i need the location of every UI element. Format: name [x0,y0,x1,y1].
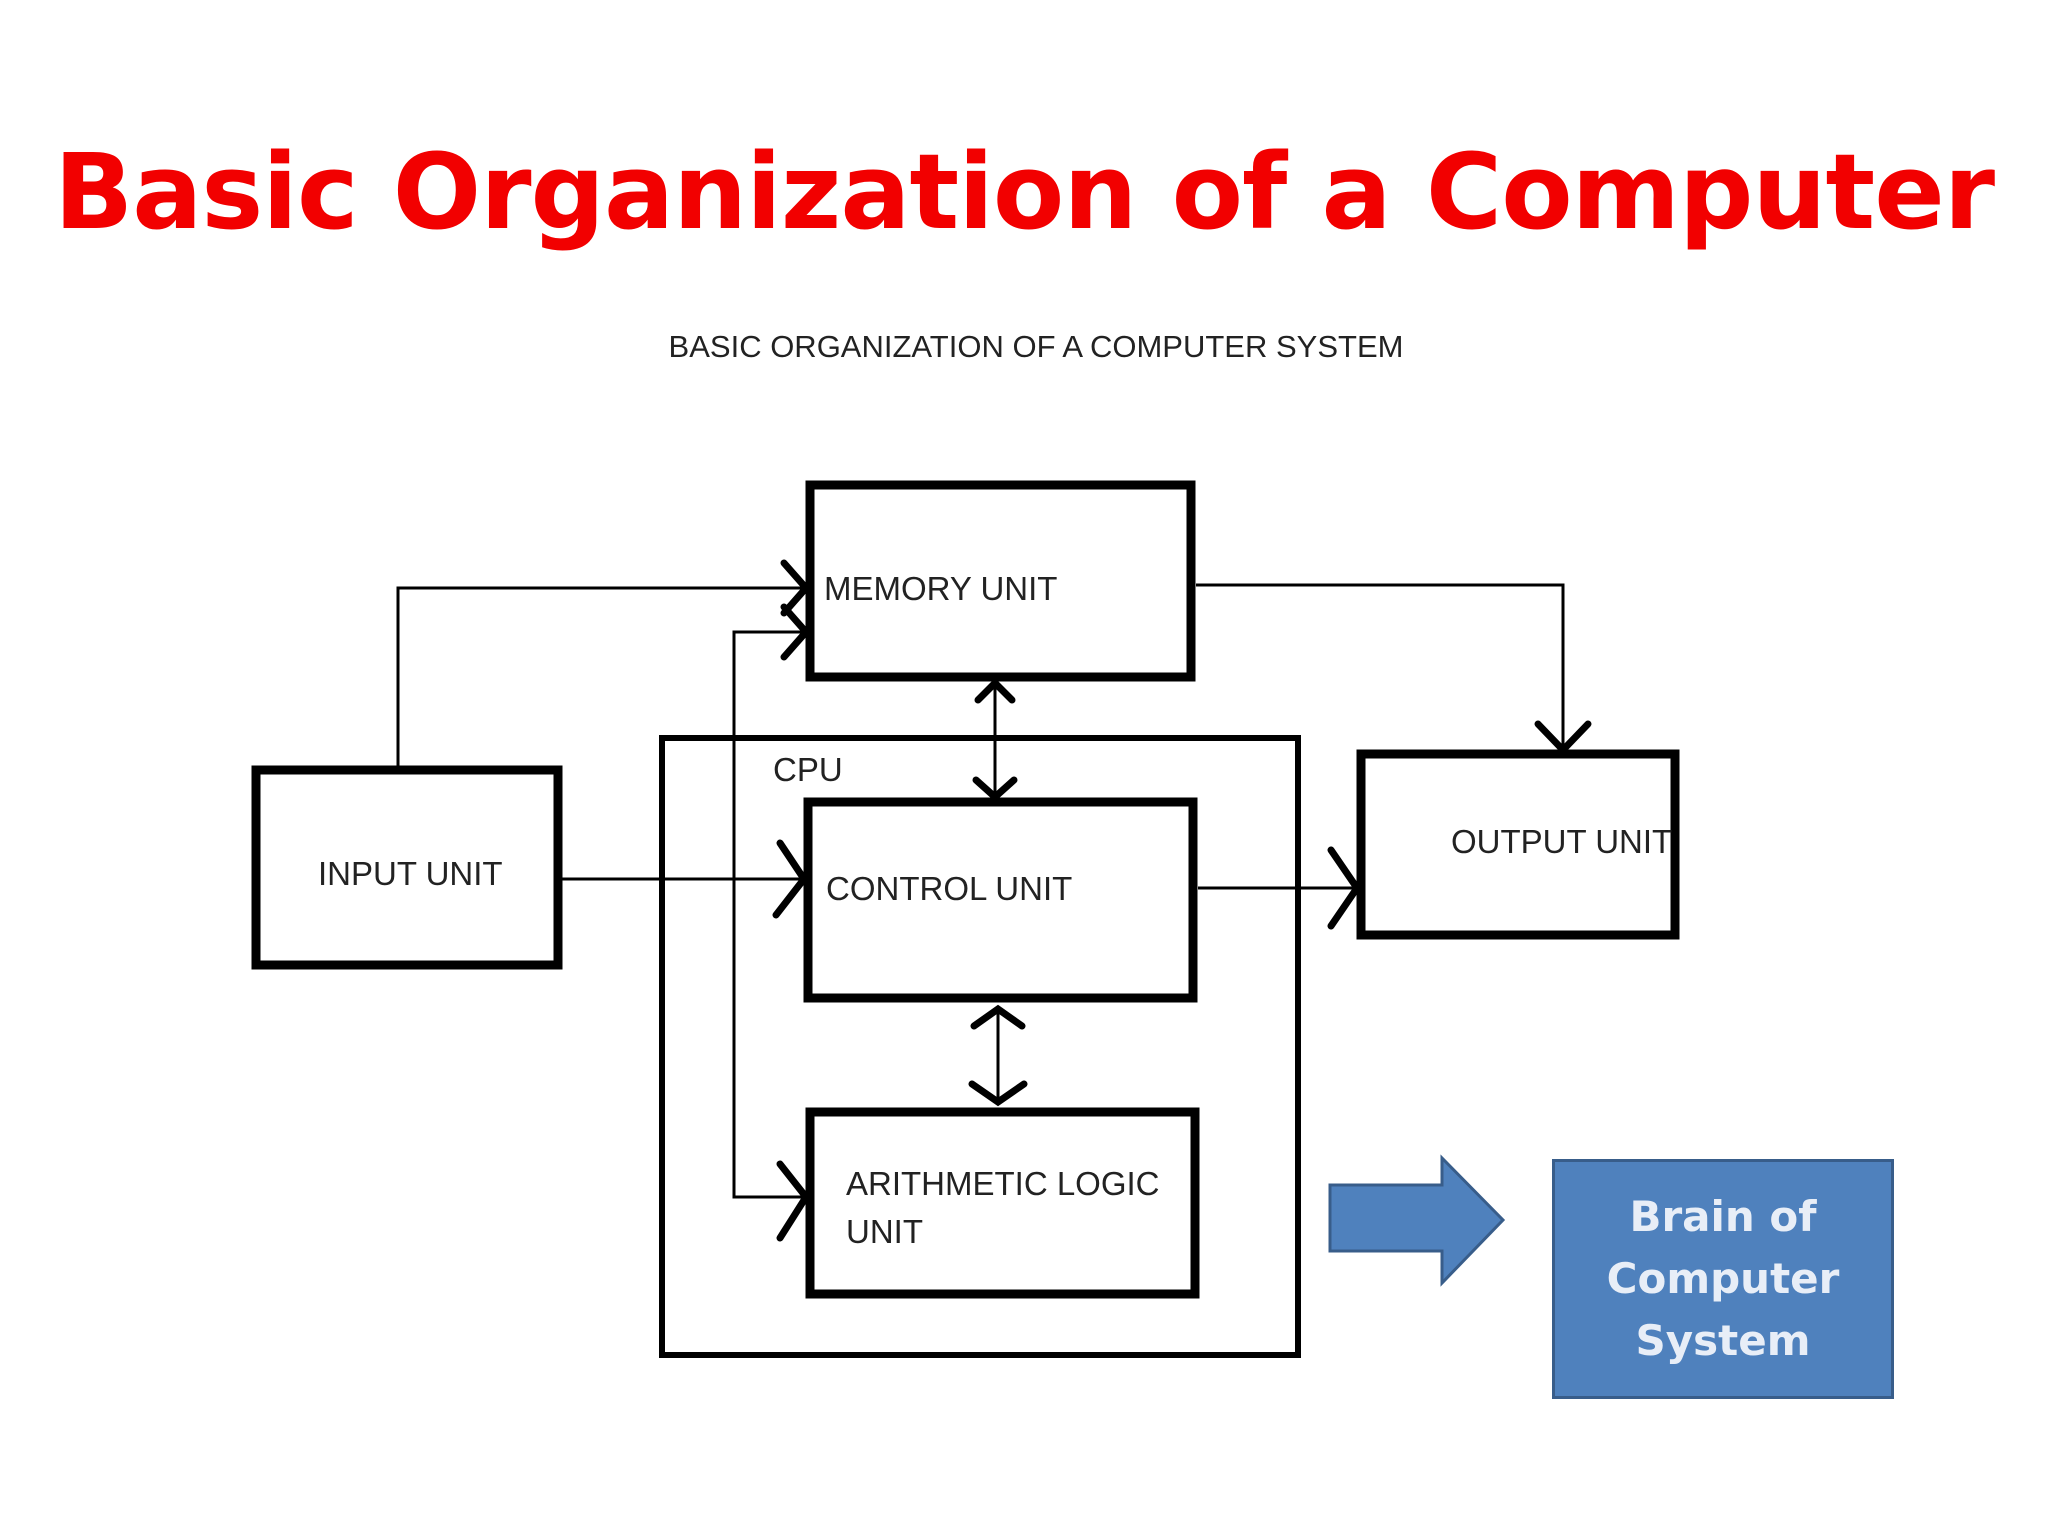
control-unit-box [803,797,1198,1003]
brain-callout-text: Brain of Computer System [1606,1192,1840,1365]
output-unit-box [1356,749,1680,940]
arrowhead-right-icon [780,603,811,661]
arrowhead-down-icon [972,776,1018,802]
cpu-label: CPU [773,751,843,788]
alu-box [805,1107,1200,1299]
connector-lines [396,583,1565,1199]
cpu-box [659,735,1301,1358]
arrowhead-right-icon [776,1160,811,1242]
arrowhead-right-icon [1327,846,1362,930]
arrowhead-right-icon [780,559,811,617]
arrowhead-up-icon [974,678,1016,704]
input-unit-box [251,765,563,970]
memory-unit-box [805,480,1196,682]
control-unit-label: CONTROL UNIT [826,870,1072,907]
alu-label-line2: UNIT [846,1213,923,1250]
input-unit-label: INPUT UNIT [318,855,503,892]
brain-callout-box: Brain of Computer System [1552,1159,1894,1399]
arrowhead-up-icon [970,1004,1026,1030]
arrowhead-down-icon [968,1080,1028,1107]
arrowheads [772,559,1592,1242]
slide-title: Basic Organization of a Computer [53,131,1995,253]
block-arrow-right-icon [1328,1154,1506,1287]
alu-label-line1: ARITHMETIC LOGIC [846,1165,1160,1202]
diagram-subtitle: BASIC ORGANIZATION OF A COMPUTER SYSTEM [669,329,1404,364]
arrowhead-right-icon [772,839,809,919]
memory-unit-label: MEMORY UNIT [824,570,1057,607]
arrowhead-down-icon [1534,720,1592,756]
output-unit-label: OUTPUT UNIT [1451,823,1672,860]
